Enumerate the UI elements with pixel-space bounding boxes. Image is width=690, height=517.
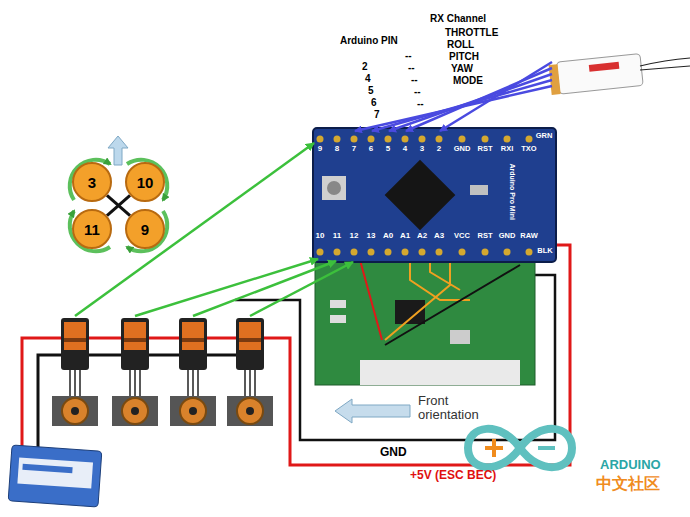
- pin-table-cell: Arduino PIN: [340, 36, 398, 47]
- pin-label: A1: [400, 232, 410, 240]
- pin-label: RST: [478, 232, 493, 240]
- receiver-wires: [355, 62, 552, 131]
- watermark-minus: [538, 446, 555, 450]
- pin-table-cell: --: [408, 63, 415, 74]
- front-arrow: [335, 399, 410, 423]
- pin-label: 12: [350, 232, 359, 240]
- pin-label: TXO: [521, 145, 536, 153]
- forward-arrow: [108, 136, 128, 165]
- pin-label: 5: [386, 145, 390, 153]
- note-label: GND: [380, 446, 407, 459]
- pin-table-cell: ROLL: [447, 40, 474, 51]
- pin-label: 8: [335, 145, 339, 153]
- motor-circle: 3: [72, 162, 112, 202]
- pin-label: 2: [437, 145, 441, 153]
- note-label: +5V (ESC BEC): [410, 469, 496, 482]
- motor-number: 9: [141, 221, 149, 238]
- motor-wires: [70, 370, 255, 398]
- receiver: [548, 53, 643, 94]
- frame-arm: [107, 195, 130, 215]
- motor-circle: 10: [125, 162, 165, 202]
- battery: [8, 445, 102, 507]
- pin-label: 11: [333, 232, 341, 240]
- pin-label: 10: [316, 232, 325, 240]
- pin-label: BLK: [537, 247, 552, 255]
- motor-number: 11: [84, 221, 100, 238]
- arduino-board: [313, 128, 556, 262]
- pin-table-cell: YAW: [451, 64, 473, 75]
- pin-label: RAW: [520, 232, 538, 240]
- note-label: Front orientation: [418, 394, 500, 421]
- pin-label: A3: [434, 232, 444, 240]
- pin-table-cell: THROTTLE: [445, 28, 498, 39]
- motor-circle: 11: [72, 209, 112, 249]
- pin-table-cell: --: [417, 99, 424, 110]
- pin-table-cell: --: [411, 75, 418, 86]
- pin-label: 6: [369, 145, 373, 153]
- watermark-plus: [485, 439, 503, 457]
- pin-label: RST: [478, 145, 493, 153]
- pin-label: Arduino Pro Mini: [508, 164, 515, 220]
- pin-label: GRN: [536, 132, 553, 140]
- pin-label: A0: [383, 232, 393, 240]
- watermark-logo: [468, 429, 572, 467]
- frame-arm: [107, 195, 130, 215]
- gyro-board: [315, 250, 535, 385]
- pin-table-cell: PITCH: [449, 52, 479, 63]
- pin-table-cell: 2: [362, 62, 368, 73]
- motors: [52, 396, 273, 426]
- pin-table-cell: 5: [368, 86, 374, 97]
- watermark: ARDUINO: [600, 458, 661, 472]
- pin-table-cell: --: [405, 51, 412, 62]
- pin-table-cell: --: [414, 87, 421, 98]
- pin-label: 4: [403, 145, 407, 153]
- pin-label: GND: [454, 145, 471, 153]
- esc-group: [61, 318, 264, 370]
- watermark: 中文社区: [596, 476, 660, 493]
- pin-label: 7: [352, 145, 356, 153]
- pin-table-cell: 4: [365, 74, 371, 85]
- pin-label: VCC: [454, 232, 470, 240]
- motor-circle: 9: [125, 209, 165, 249]
- pin-table-cell: RX Channel: [430, 14, 486, 25]
- pin-label: GND: [499, 232, 516, 240]
- antenna: [640, 58, 690, 70]
- pin-label: 3: [420, 145, 424, 153]
- motor-number: 10: [137, 174, 154, 191]
- pin-label: RXI: [501, 145, 514, 153]
- pin-label: 13: [367, 232, 376, 240]
- rotation-arrows: [70, 160, 168, 252]
- signal-wires: [75, 143, 353, 316]
- pin-table-cell: 6: [371, 98, 377, 109]
- pin-table-cell: 7: [374, 110, 380, 121]
- pin-label: A2: [417, 232, 427, 240]
- motor-number: 3: [88, 174, 96, 191]
- pin-label: 9: [318, 145, 322, 153]
- pin-table-cell: MODE: [453, 76, 483, 87]
